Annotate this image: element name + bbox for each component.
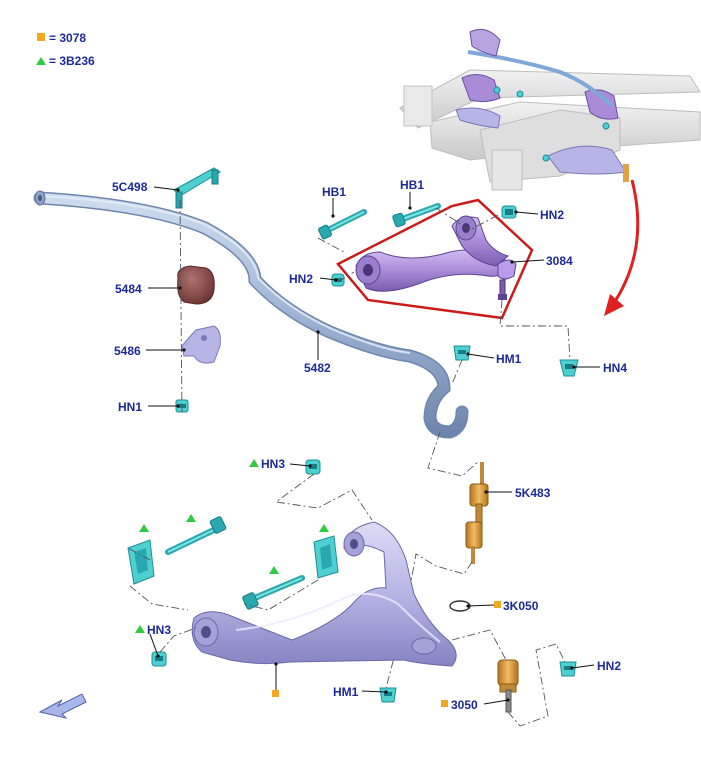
stabilizer-bushing-5484 bbox=[177, 265, 215, 305]
label-HN2-upper: HN2 bbox=[540, 208, 564, 222]
label-3K050: 3K050 bbox=[503, 599, 539, 613]
legend: = 3078 = 3B236 bbox=[36, 31, 95, 68]
label-5482: 5482 bbox=[304, 361, 331, 375]
nut-HM1-upper bbox=[453, 345, 471, 361]
nut-HN2-left bbox=[331, 273, 345, 287]
frame-block-2 bbox=[403, 85, 433, 127]
legend-square-text: = 3078 bbox=[49, 31, 86, 45]
label-5C498: 5C498 bbox=[112, 180, 148, 194]
square-marker-icon bbox=[272, 690, 279, 697]
inset-upper-arm-left bbox=[461, 74, 501, 103]
label-HB1-right: HB1 bbox=[400, 178, 424, 192]
nut-HN2-lower bbox=[559, 661, 577, 677]
inset-bracket bbox=[469, 28, 501, 57]
bolt-lower-upper bbox=[165, 516, 227, 555]
nut-HN4 bbox=[559, 359, 579, 377]
assembly-line-balljoint-upper bbox=[451, 629, 507, 661]
label-HN2-lower: HN2 bbox=[597, 659, 621, 673]
assembly-line-balljoint bbox=[499, 299, 571, 363]
label-5484: 5484 bbox=[115, 282, 142, 296]
leader-lines bbox=[146, 186, 600, 705]
inset-fastener-3 bbox=[542, 154, 550, 162]
inset-link bbox=[623, 164, 629, 182]
frame-block bbox=[491, 149, 523, 191]
bolt-lower-lower bbox=[242, 575, 305, 610]
bolt-HB1-left bbox=[318, 209, 367, 240]
assembly-line-lower-2 bbox=[129, 585, 189, 611]
triangle-marker-icon bbox=[186, 514, 196, 522]
label-5K483: 5K483 bbox=[515, 486, 551, 500]
triangle-marker-icon bbox=[319, 524, 329, 532]
assembly-line-hb1-left bbox=[317, 237, 345, 253]
assembly-line-balljoint-lower bbox=[507, 643, 567, 727]
label-HN4: HN4 bbox=[603, 361, 627, 375]
inset-fastener-2 bbox=[516, 90, 524, 98]
inset-fastener-4 bbox=[602, 122, 610, 130]
inset-lower-arm-left bbox=[455, 107, 501, 129]
label-HN3-lower: HN3 bbox=[147, 623, 171, 637]
ball-joint-3050 bbox=[497, 659, 519, 713]
triangle-marker-icon bbox=[249, 459, 259, 467]
bolt-HB1-right bbox=[392, 203, 441, 228]
label-HM1-lower: HM1 bbox=[333, 685, 359, 699]
part-labels: 5C498 5484 5486 HN1 5482 HB1 HB1 HN2 HN2… bbox=[112, 178, 627, 712]
label-3084: 3084 bbox=[546, 254, 573, 268]
assembly-line-hn2-left bbox=[337, 271, 355, 283]
square-marker-icon bbox=[494, 601, 501, 608]
legend-triangle-icon bbox=[36, 57, 46, 65]
legend-triangle-text: = 3B236 bbox=[49, 54, 95, 68]
nut-HN3-upper bbox=[305, 459, 321, 475]
nut-HN3-lower bbox=[151, 651, 167, 667]
arrow-head-icon bbox=[604, 294, 624, 316]
chassis-overview-inset bbox=[399, 28, 701, 191]
upper-control-arm-3084 bbox=[355, 215, 517, 300]
label-HN3-upper: HN3 bbox=[261, 457, 285, 471]
inset-fastener-1 bbox=[493, 86, 501, 94]
assembly-line-clamp bbox=[179, 199, 183, 413]
stabilizer-bar bbox=[33, 190, 469, 439]
triangle-marker-icon bbox=[139, 524, 149, 532]
stabilizer-clamp-5C498 bbox=[173, 167, 221, 209]
square-marker-icon bbox=[441, 700, 448, 707]
triangle-marker-icon bbox=[135, 625, 145, 633]
lower-control-arm bbox=[191, 521, 457, 667]
assembly-line-lower-1 bbox=[274, 473, 373, 521]
callout-arrow bbox=[604, 179, 640, 316]
assembly-line-hm1-upper bbox=[451, 359, 463, 385]
assembly-line-lower-4 bbox=[159, 627, 197, 653]
label-HB1-left: HB1 bbox=[322, 185, 346, 199]
stabilizer-link-5K483 bbox=[465, 462, 489, 564]
cam-bracket-right bbox=[313, 535, 339, 579]
front-direction-arrow-icon bbox=[38, 693, 87, 719]
legend-square-icon bbox=[37, 33, 45, 41]
label-HN1: HN1 bbox=[118, 400, 142, 414]
label-HN2-left: HN2 bbox=[289, 272, 313, 286]
upper-arm-highlight-frame bbox=[336, 198, 534, 320]
assembly-line-link-upper bbox=[427, 431, 479, 477]
assembly-line-lower-3 bbox=[243, 579, 319, 611]
cam-bracket-left bbox=[127, 539, 155, 585]
nut-HM1-lower bbox=[379, 687, 397, 703]
nut-HN2-upper bbox=[501, 205, 517, 219]
triangle-marker-icon bbox=[269, 566, 279, 574]
inset-stabilizer-bar bbox=[467, 50, 614, 108]
label-3050: 3050 bbox=[451, 698, 478, 712]
label-HM1-upper: HM1 bbox=[496, 352, 522, 366]
label-5486: 5486 bbox=[114, 344, 141, 358]
assembly-line-lower-5 bbox=[127, 547, 151, 561]
stabilizer-bracket-5486 bbox=[181, 325, 221, 364]
